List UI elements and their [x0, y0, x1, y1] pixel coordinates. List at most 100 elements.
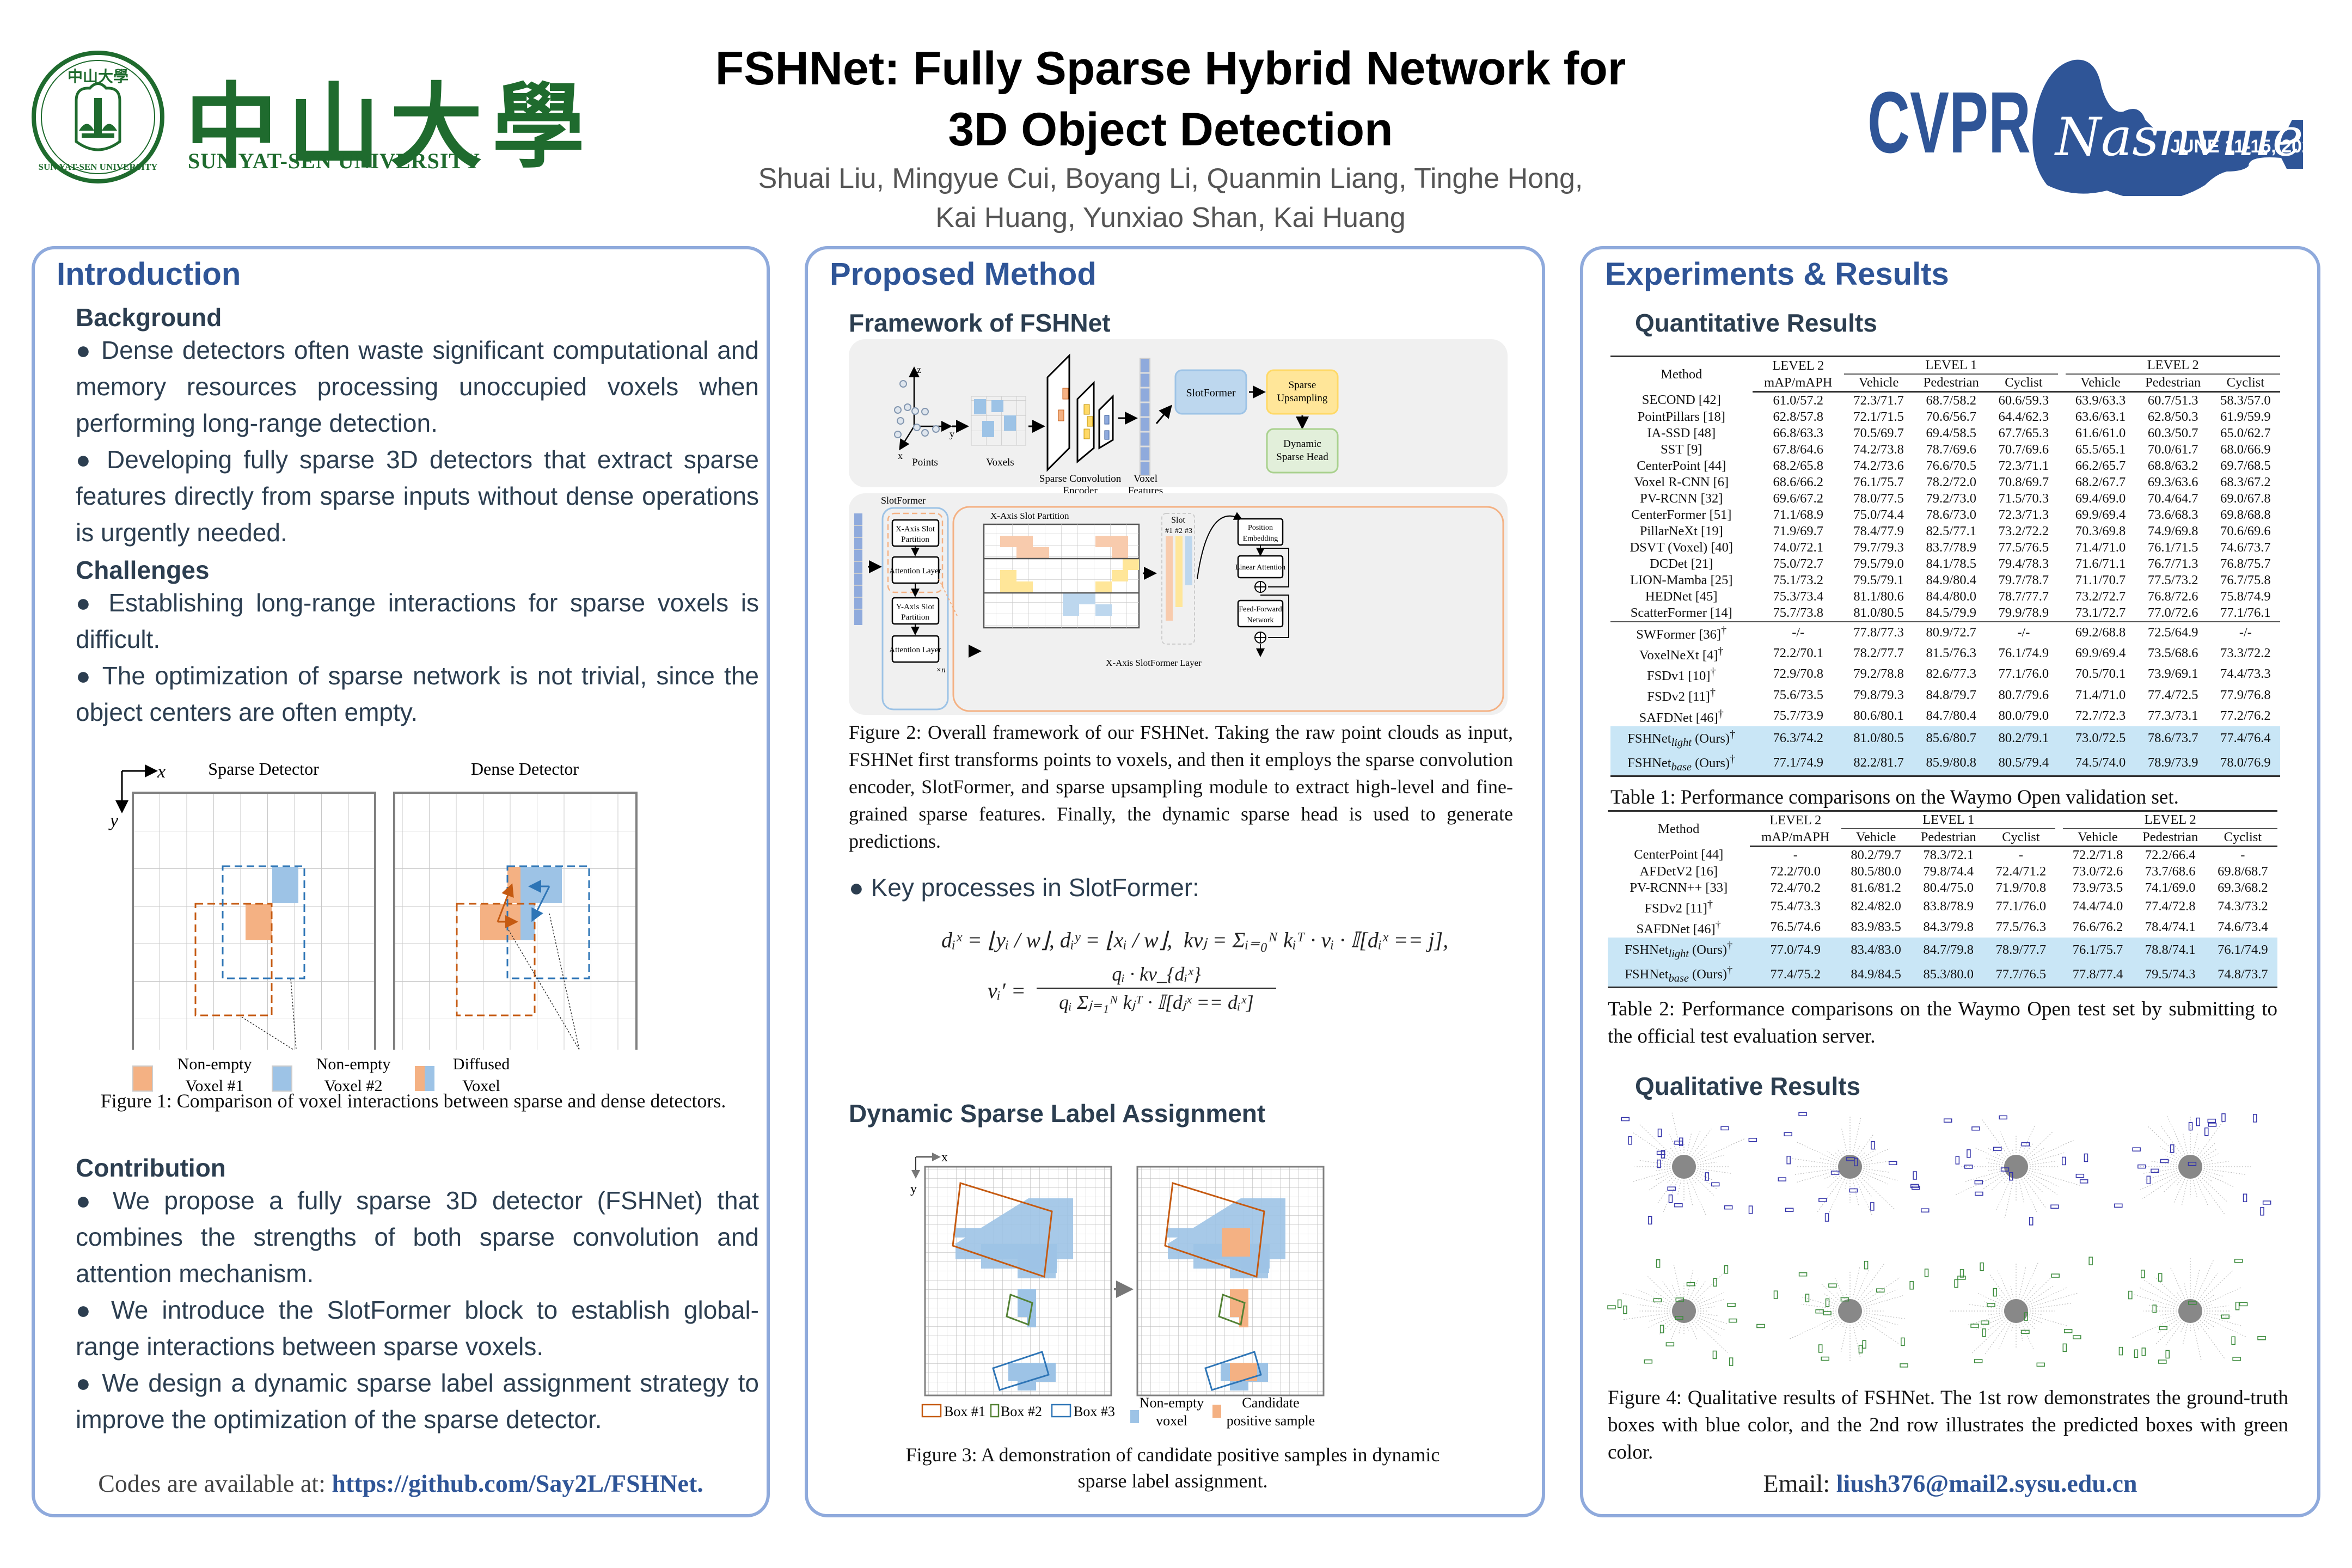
value-cell: 82.4/82.0 — [1851, 899, 1901, 914]
bounding-box — [1724, 1265, 1729, 1274]
svg-text:Attention Layer: Attention Layer — [889, 567, 941, 575]
bounding-box — [2061, 1156, 2066, 1166]
method-cell: LION-Mamba [25] — [1630, 573, 1733, 587]
table-2: Method LEVEL 2 LEVEL 1 LEVEL 2 mAP/mAPH … — [1608, 810, 2277, 989]
value-cell: 71.5/70.3 — [1998, 491, 2049, 506]
bounding-box — [1955, 1156, 1960, 1165]
value-cell: 84.8/79.7 — [1926, 687, 1977, 702]
bounding-box — [2243, 1193, 2247, 1202]
method-cell: CenterFormer [51] — [1631, 507, 1732, 522]
bounding-box — [2196, 1117, 2201, 1126]
value-cell: 79.2/78.8 — [1853, 666, 1904, 682]
svg-text:Partition: Partition — [901, 613, 929, 622]
value-cell: 76.1/75.7 — [1853, 475, 1904, 489]
value-cell: 60.6/59.3 — [1998, 393, 2049, 408]
svg-text:z: z — [917, 364, 921, 375]
value-cell: 68.0/66.9 — [2220, 442, 2271, 457]
formula-kv-aggregation: kvⱼ = Σᵢ₌₀ᴺ kᵢᵀ · vᵢ · 𝕀[dᵢˣ == j], — [1184, 928, 1449, 952]
bounding-box — [2021, 1142, 2030, 1147]
method-panel: Proposed Method Framework of FSHNet z y … — [805, 246, 1545, 1517]
value-cell: 78.8/74.1 — [2132, 938, 2208, 963]
th-pedestrian: Pedestrian — [2135, 374, 2211, 393]
key-processes-heading: ● Key processes in SlotFormer: — [849, 873, 1199, 902]
challenges-heading: Challenges — [76, 556, 210, 584]
th-pedestrian: Pedestrian — [2132, 829, 2208, 847]
value-cell: 74.6/73.7 — [2220, 540, 2271, 555]
bounding-box — [1657, 1159, 1661, 1168]
bounding-box — [1823, 1311, 1832, 1315]
value-cell: 80.9/72.7 — [1913, 621, 1989, 644]
legend-swatch-voxel-1 — [132, 1065, 153, 1092]
bounding-box — [1665, 1342, 1675, 1346]
svg-text:Y-Axis Slot: Y-Axis Slot — [896, 603, 935, 611]
value-cell: 71.4/71.0 — [2075, 540, 2126, 555]
value-cell: 77.5/73.2 — [2147, 573, 2198, 587]
figure-3-legend: Box #1 Box #2 Box #3 Non-empty voxel Can… — [921, 1395, 1315, 1429]
value-cell: 79.9/78.9 — [1998, 605, 2049, 620]
bounding-box — [1854, 1157, 1858, 1167]
svg-text:#2: #2 — [1175, 527, 1183, 535]
section-title-method: Proposed Method — [830, 256, 1097, 292]
bounding-box — [1862, 1340, 1866, 1349]
email-link[interactable]: liush376@mail2.sysu.edu.cn — [1836, 1469, 2137, 1497]
value-cell: 69.4/69.0 — [2075, 491, 2126, 506]
bounding-box — [2232, 1357, 2241, 1361]
value-cell: 75.3/73.4 — [1773, 589, 1824, 604]
sparse-upsampling-box: Sparse Upsampling — [1266, 369, 1339, 415]
contribution-bullet: ● We propose a fully sparse 3D detector … — [76, 1186, 759, 1288]
value-cell: 73.6/68.3 — [2147, 507, 2198, 522]
svg-text:Network: Network — [1247, 616, 1274, 624]
method-cell: SAFDNet [46]† — [1636, 919, 1721, 937]
bounding-box — [2260, 1207, 2264, 1216]
value-cell: 72.4/71.2 — [1995, 864, 2047, 879]
bounding-box — [1748, 1137, 1757, 1142]
value-cell: 69.9/69.4 — [2075, 646, 2126, 661]
value-cell: 71.9/70.8 — [1995, 880, 2047, 895]
value-cell: 75.0/72.7 — [1773, 556, 1824, 571]
value-cell: 76.1/74.9 — [2208, 938, 2277, 963]
bounding-box — [2141, 1270, 2145, 1278]
bounding-box — [2221, 1314, 2230, 1319]
value-cell: 62.8/50.3 — [2147, 409, 2198, 424]
points-icon: z y x Points — [894, 364, 954, 468]
value-cell: 77.1/76.0 — [1998, 666, 2049, 682]
svg-text:Voxel #1: Voxel #1 — [186, 1077, 244, 1095]
slotformer-box: SlotFormer — [1174, 369, 1247, 415]
bounding-box — [2141, 1347, 2146, 1356]
bounding-box — [2158, 1359, 2167, 1364]
title-line-2: 3D Object Detection — [948, 103, 1393, 156]
legend-swatch-voxel-2 — [272, 1065, 292, 1092]
value-cell: 62.8/57.8 — [1773, 409, 1824, 424]
value-cell: 65.5/65.1 — [2075, 442, 2126, 457]
value-cell: 76.1/75.7 — [2063, 938, 2133, 963]
value-cell: 75.7/73.9 — [1773, 708, 1824, 723]
value-cell: 72.1/71.5 — [1853, 409, 1904, 424]
value-cell: 76.1/74.9 — [1998, 646, 2049, 661]
method-cell: DCDet [21] — [1650, 556, 1713, 571]
bounding-box — [2128, 1290, 2133, 1300]
bounding-box — [2024, 1312, 2028, 1321]
method-cell: AFDetV2 [16] — [1639, 864, 1718, 879]
github-link[interactable]: https://github.com/Say2L/FSHNet. — [332, 1469, 703, 1497]
institution-name-en: SUN YAT-SEN UNIVERSITY — [188, 149, 480, 173]
bounding-box — [1656, 1150, 1665, 1155]
bounding-box — [2114, 1203, 2123, 1208]
th-level1: LEVEL 1 — [1841, 810, 2056, 829]
bounding-box — [1980, 1262, 1984, 1271]
bounding-box — [1987, 1303, 1995, 1307]
code-availability: Codes are available at: https://github.c… — [35, 1469, 767, 1498]
dynamic-sparse-head-box: Dynamic Sparse Head — [1266, 428, 1339, 474]
value-cell: 75.6/73.5 — [1773, 687, 1824, 702]
value-cell: 71.4/71.0 — [2075, 687, 2126, 702]
nonempty-voxel-2 — [272, 867, 298, 903]
sysu-seal-logo: 中山大學 SUN YAT-SEN UNIVERSITY — [32, 51, 164, 183]
value-cell: 72.3/71.7 — [1853, 393, 1904, 408]
formula-numerator: qᵢ · kv_{dᵢˣ} — [1112, 963, 1201, 985]
table-1: Method LEVEL 2 LEVEL 1 LEVEL 2 mAP/mAPH … — [1610, 356, 2280, 777]
method-cell: HEDNet [45] — [1645, 589, 1718, 604]
